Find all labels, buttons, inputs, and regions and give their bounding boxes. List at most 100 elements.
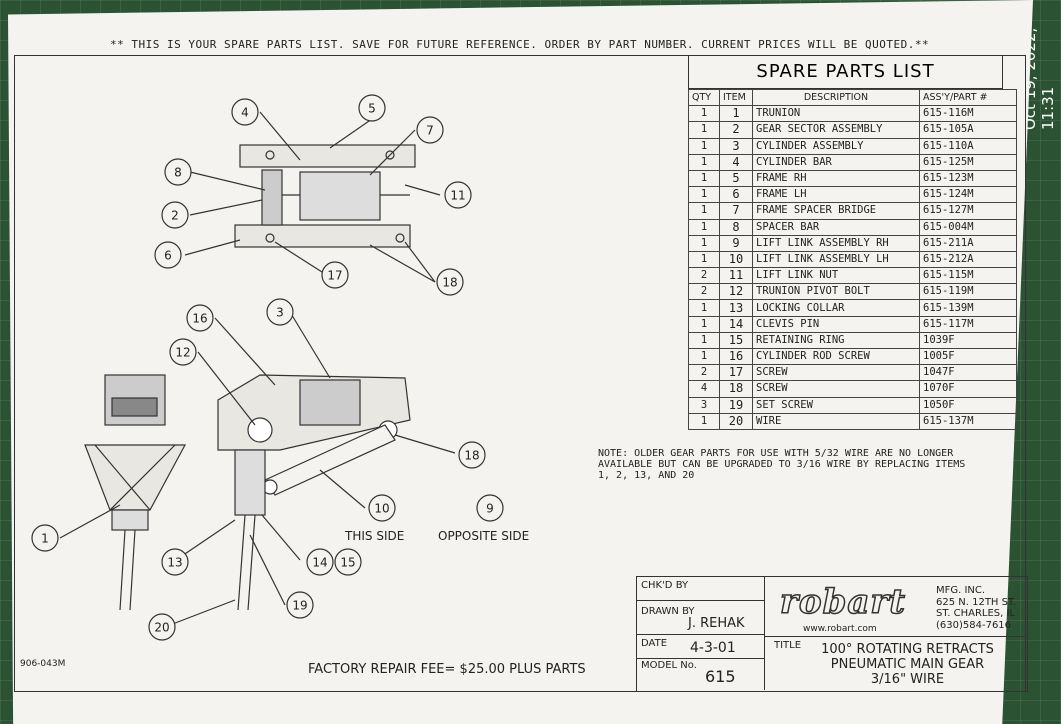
part-item: 9 [719,234,753,252]
callout-balloon: 19 [286,591,314,619]
callout-balloon: 11 [444,181,472,209]
callout-number: 9 [486,502,494,516]
callout-number: 7 [426,124,434,138]
part-number: 615-127M [919,202,1017,220]
parts-column-header: ASS'Y/PART # [919,88,1017,107]
part-description: TRUNION [752,105,920,123]
part-item: 13 [719,299,753,317]
part-number: 615-117M [919,315,1017,333]
frame-bottom-plate [234,224,411,248]
company-line-2: 625 N. 12TH ST. [936,596,1017,608]
robart-logo: robart [779,581,907,623]
callout-balloon: 14 [306,548,334,576]
part-number: 615-139M [919,299,1017,317]
callout-balloon: 5 [358,94,386,122]
callout-number: 15 [340,556,355,570]
website-text: www.robart.com [803,624,877,634]
callout-number: 4 [241,106,249,120]
part-item: 7 [719,202,753,220]
checked-by-label: CHK'D BY [641,580,689,591]
part-item: 8 [719,218,753,236]
part-item: 10 [719,250,753,269]
callout-balloon: 18 [458,441,486,469]
part-description: CYLINDER BAR [752,153,920,171]
part-number: 1005F [919,347,1017,366]
this-side-label: THIS SIDE [344,529,404,543]
callout-balloon: 12 [169,338,197,366]
gear-sector [261,169,283,226]
part-number: 615-137M [919,412,1017,430]
part-qty: 1 [688,105,720,123]
part-description: RETAINING RING [752,331,920,350]
drawing-border [14,55,1026,692]
part-number: 615-116M [919,105,1017,123]
parts-column-header: QTY [688,88,720,107]
part-qty: 2 [688,364,720,382]
part-description: CYLINDER ASSEMBLY [752,137,920,155]
parts-column-header: DESCRIPTION [752,88,920,107]
part-qty: 2 [688,283,720,301]
part-item: 11 [719,267,753,285]
part-number: 615-119M [919,283,1017,301]
callout-number: 14 [312,556,327,570]
title-line-1: 100° ROTATING RETRACTS [821,642,994,657]
callout-number: 3 [276,306,284,320]
part-qty: 1 [688,331,720,350]
callout-number: 2 [171,209,179,223]
part-description: LOCKING COLLAR [752,299,920,317]
part-qty: 1 [688,299,720,317]
part-description: LIFT LINK ASSEMBLY LH [752,250,920,269]
callout-balloon: 10 [368,494,396,522]
part-number: 615-211A [919,234,1017,252]
callout-balloon: 6 [154,241,182,269]
part-description: FRAME LH [752,186,920,204]
part-item: 2 [719,121,753,139]
part-number: 615-110A [919,137,1017,155]
part-number: 615-212A [919,250,1017,269]
callout-balloon: 8 [164,158,192,186]
part-description: LIFT LINK NUT [752,267,920,285]
document-number: 906-043M [20,659,66,669]
callout-number: 19 [292,599,307,613]
part-number: 615-123M [919,169,1017,188]
frame-top-plate [239,144,416,168]
callout-number: 10 [374,502,389,516]
callout-balloon: 3 [266,298,294,326]
company-line-1: MFG. INC. [936,585,986,596]
part-qty: 1 [688,137,720,155]
part-item: 12 [719,283,753,301]
part-description: TRUNION PIVOT BOLT [752,283,920,301]
opposite-side-label: OPPOSITE SIDE [438,529,529,543]
note-line-3: 1, 2, 13, AND 20 [598,470,695,481]
header-notice: ** THIS IS YOUR SPARE PARTS LIST. SAVE F… [110,38,930,51]
factory-repair-fee: FACTORY REPAIR FEE= $25.00 PLUS PARTS [308,662,586,677]
cylinder-body [299,171,381,221]
part-qty: 1 [688,412,720,430]
callout-balloon: 7 [416,116,444,144]
callout-number: 1 [41,532,49,546]
part-number: 1039F [919,331,1017,350]
title-label: TITLE [774,640,802,651]
note-line-1: NOTE: OLDER GEAR PARTS FOR USE WITH 5/32… [598,448,954,459]
callout-number: 5 [368,102,376,116]
part-number: 1047F [919,364,1017,382]
date-value: 4-3-01 [690,640,736,656]
part-qty: 3 [688,396,720,414]
company-line-3: ST. CHARLES, IL [936,608,1016,619]
